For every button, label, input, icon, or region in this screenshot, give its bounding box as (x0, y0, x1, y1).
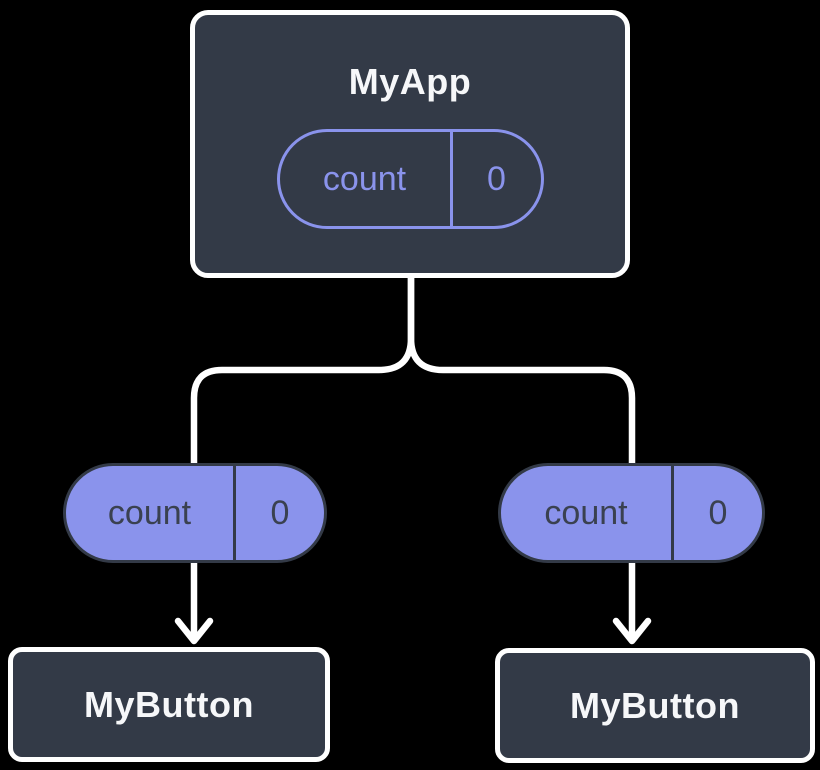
right-prop-name-label: count (544, 493, 628, 532)
left-prop-pill: count 0 (63, 463, 327, 563)
left-prop-arrow-icon (174, 559, 214, 645)
app-node-title: MyApp (348, 61, 472, 102)
left-button-node-title: MyButton (84, 683, 254, 725)
fork-right-branch (407, 274, 636, 470)
app-state-pill: count 0 (276, 129, 544, 229)
state-value-label: 0 (449, 132, 541, 226)
right-button-node: MyButton (495, 648, 815, 763)
state-name-label: count (322, 159, 407, 198)
left-prop-value-label: 0 (233, 466, 324, 560)
right-prop-value-label: 0 (671, 466, 762, 560)
right-button-node-title: MyButton (570, 684, 740, 726)
right-prop-pill: count 0 (498, 463, 765, 563)
right-prop-arrow-icon (612, 559, 652, 645)
fork-left-branch (190, 274, 415, 470)
app-node: MyApp count 0 (190, 10, 630, 278)
left-button-node: MyButton (8, 647, 330, 762)
left-prop-name-label: count (107, 493, 192, 532)
